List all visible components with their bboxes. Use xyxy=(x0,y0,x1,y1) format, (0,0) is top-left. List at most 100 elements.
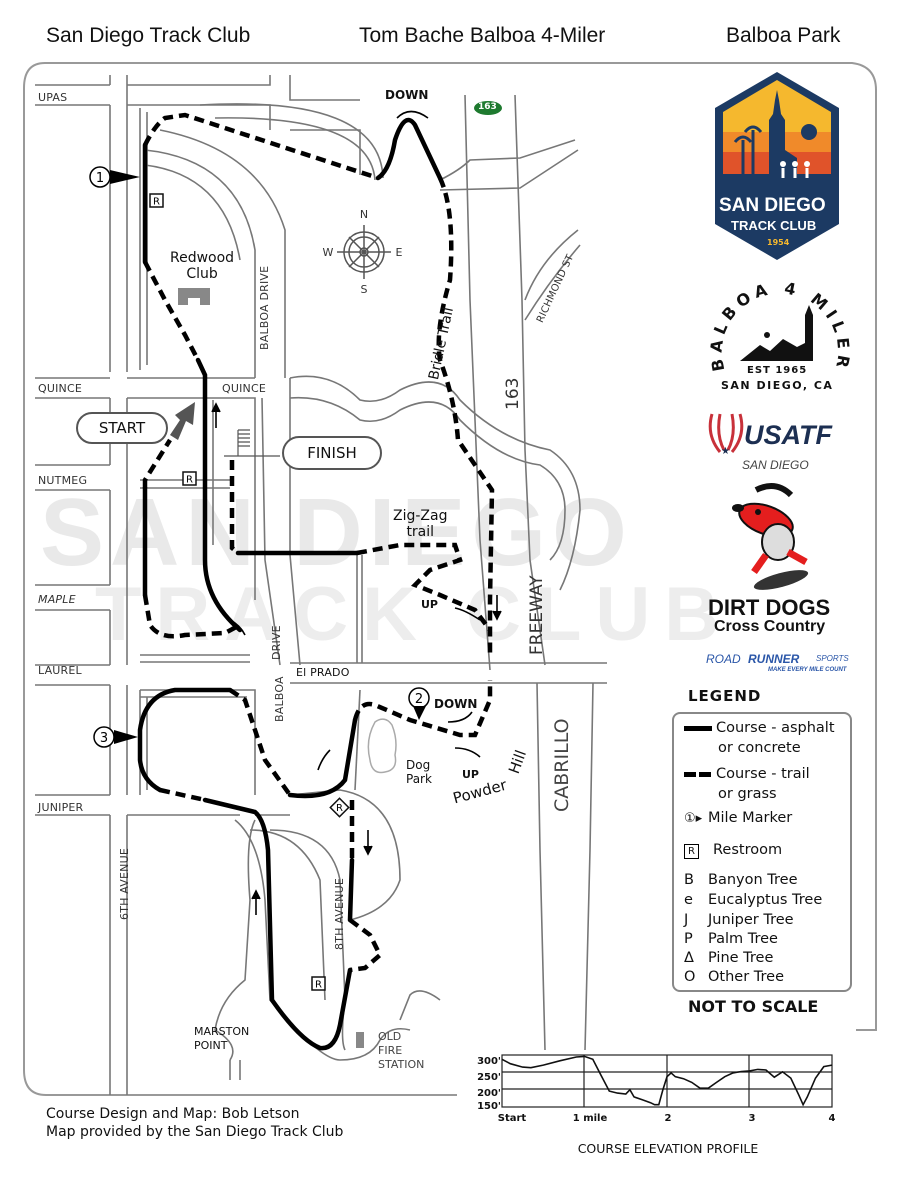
svg-text:1 mile: 1 mile xyxy=(573,1113,608,1124)
svg-text:1: 1 xyxy=(96,171,104,186)
sdtc-logo-line1: SAN DIEGO xyxy=(719,195,826,216)
rrs-tagline: MAKE EVERY MILE COUNT xyxy=(768,667,847,673)
direction-arrows xyxy=(211,110,502,915)
svg-text:R: R xyxy=(336,803,343,814)
street-label-quince-left: QUINCE xyxy=(38,382,83,395)
highway-shield-label: 163 xyxy=(478,102,497,112)
legend-item-trail: Course - trail xyxy=(684,766,810,782)
legend-title: LEGEND xyxy=(688,687,762,705)
dirt-dogs-logo: DIRT DOGS Cross Country xyxy=(706,480,851,640)
header-club-name: San Diego Track Club xyxy=(46,24,251,47)
svg-text:2: 2 xyxy=(665,1113,672,1124)
balboa-logo-est: EST 1965 xyxy=(747,365,808,376)
restroom-icon: R xyxy=(684,844,699,859)
compass-rose-icon xyxy=(337,225,391,279)
street-label-balboa: BALBOA xyxy=(273,676,286,722)
old-fire-station-building xyxy=(356,1032,364,1048)
svg-text:3: 3 xyxy=(749,1113,756,1124)
credits-line2: Map provided by the San Diego Track Club xyxy=(46,1124,344,1140)
eucalyptus-tree-icon: e xyxy=(684,892,693,908)
pine-tree-icon: Δ xyxy=(684,950,694,966)
rrs-runner: RUNNER xyxy=(748,652,800,666)
freeway-label-163: 163 xyxy=(503,377,523,410)
street-label-nutmeg: NUTMEG xyxy=(38,474,88,487)
legend-panel: Course - asphalt or concrete Course - tr… xyxy=(672,712,852,992)
balboa-logo-city: SAN DIEGO, CA xyxy=(721,379,834,392)
solid-line-icon xyxy=(684,725,712,731)
banyon-tree-icon: B xyxy=(684,872,694,888)
dirt-dogs-line2: Cross Country xyxy=(714,618,826,635)
restroom-icons: R R R R xyxy=(149,193,350,991)
balboa-4-miler-logo: BALBOA 4 MILER EST 1965 SAN DIEGO, CA xyxy=(705,275,855,400)
compass-n: N xyxy=(360,208,368,221)
svg-text:R: R xyxy=(153,197,160,208)
svg-text:2: 2 xyxy=(415,692,423,707)
sdtc-logo-year: 1954 xyxy=(767,238,790,247)
usatf-wings-icon: ★ xyxy=(708,413,744,457)
redwood-club-building xyxy=(178,288,210,305)
sdtc-logo-line2: TRACK CLUB xyxy=(731,218,817,233)
not-to-scale-note: NOT TO SCALE xyxy=(688,997,819,1016)
dirt-dog-mascot-icon xyxy=(732,483,809,590)
svg-text:Start: Start xyxy=(498,1113,527,1124)
header-location: Balboa Park xyxy=(726,24,841,47)
header-race-name: Tom Bache Balboa 4-Miler xyxy=(359,24,606,47)
street-label-quince-right: QUINCE xyxy=(222,382,267,395)
rrs-road: ROAD xyxy=(706,652,741,666)
chart-title: COURSE ELEVATION PROFILE xyxy=(578,1141,759,1156)
sdtc-logo: SAN DIEGO TRACK CLUB 1954 xyxy=(713,70,841,262)
svg-text:200': 200' xyxy=(477,1088,501,1099)
watermark-line1: SAN DIEGO xyxy=(40,479,633,586)
street-label-upas: UPAS xyxy=(38,91,68,104)
street-el-prado xyxy=(290,662,607,684)
street-label-juniper: JUNIPER xyxy=(38,801,84,814)
down-label-top: DOWN xyxy=(385,88,429,102)
palm-tree-icon: P xyxy=(684,931,693,947)
usatf-sub: SAN DIEGO xyxy=(742,458,809,472)
compass-e: E xyxy=(396,246,403,259)
course-trail-segment xyxy=(142,112,379,181)
map-frame xyxy=(23,62,877,1096)
street-upas xyxy=(35,84,110,106)
svg-text:150': 150' xyxy=(477,1101,501,1112)
street-label-el-prado: El PRADO xyxy=(296,666,350,679)
street-cabrillo xyxy=(536,682,594,1051)
road-runner-sports-logo: ROAD RUNNER SPORTS MAKE EVERY MILE COUNT xyxy=(706,652,856,678)
mile-markers: 1 2 3 xyxy=(89,166,430,748)
cabrillo-label: CABRILLO xyxy=(551,718,573,812)
finish-marker: FINISH xyxy=(282,436,382,470)
start-marker: START xyxy=(76,412,168,444)
svg-text:R: R xyxy=(315,980,322,991)
juniper-tree-icon: J xyxy=(684,912,689,928)
svg-text:4: 4 xyxy=(829,1113,836,1124)
elevation-chart: 300' 250' 200' 150' Start 1 mile 2 3 4 C… xyxy=(477,1054,836,1156)
usatf-name: USATF xyxy=(744,420,832,450)
mile-marker-icon: ①▸ xyxy=(684,811,703,826)
dirt-dogs-line1: DIRT DOGS xyxy=(708,595,831,620)
elevation-line xyxy=(501,1055,833,1107)
freeway-label: FREEWAY xyxy=(527,575,547,655)
svg-text:R: R xyxy=(186,475,193,486)
other-tree-icon: O xyxy=(684,969,696,985)
compass-w: W xyxy=(323,246,334,259)
street-label-8th-avenue: 8TH AVENUE xyxy=(333,877,346,950)
rrs-sports: SPORTS xyxy=(816,654,849,663)
svg-text:300': 300' xyxy=(477,1056,501,1067)
up-label-zigzag: UP xyxy=(421,598,438,611)
sdtc-badge-icon xyxy=(715,72,839,260)
street-quince xyxy=(35,377,256,600)
credits: Course Design and Map: Bob Letson Map pr… xyxy=(46,1105,343,1141)
street-label-maple: MAPLE xyxy=(38,593,76,606)
legend-item-mile-marker: ①▸Mile Marker xyxy=(684,810,793,826)
